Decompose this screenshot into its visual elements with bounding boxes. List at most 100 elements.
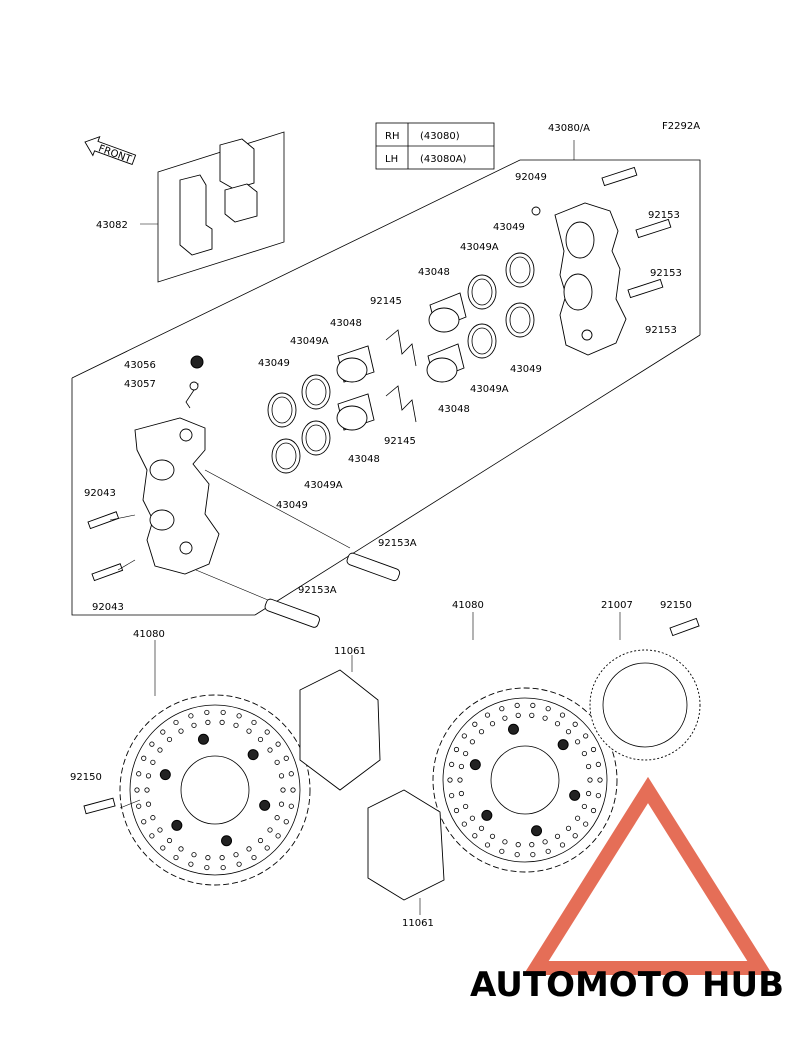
disc-hole bbox=[597, 777, 603, 783]
disc-hole bbox=[134, 787, 140, 793]
disc-hole bbox=[274, 759, 280, 765]
disc-hole bbox=[461, 733, 467, 739]
disc-hole bbox=[178, 728, 184, 734]
disc-hole bbox=[246, 728, 252, 734]
disc-hole bbox=[542, 839, 548, 845]
disc-hole bbox=[264, 729, 270, 735]
disc-button bbox=[247, 749, 259, 761]
disc-hole bbox=[530, 851, 536, 858]
disc-hole bbox=[251, 719, 257, 726]
disc-hole bbox=[515, 712, 521, 718]
disc-hole bbox=[220, 709, 226, 716]
disc-hole bbox=[545, 848, 551, 854]
table-part-lh: (43080A) bbox=[420, 154, 467, 165]
disc-hole bbox=[502, 839, 508, 845]
disc-hole bbox=[264, 845, 270, 851]
disc-hole bbox=[160, 845, 166, 851]
label-92145-top: 92145 bbox=[370, 296, 402, 307]
pads-box bbox=[140, 131, 285, 283]
label-11061-top: 11061 bbox=[334, 646, 366, 657]
disc-hole bbox=[173, 719, 179, 726]
disc-hole bbox=[166, 837, 173, 844]
disc-hole bbox=[530, 702, 536, 709]
disc-hole bbox=[233, 852, 239, 858]
disc-hole bbox=[246, 846, 252, 852]
label-92145-bottom: 92145 bbox=[384, 436, 416, 447]
disc-button bbox=[259, 799, 271, 811]
disc-hole bbox=[583, 821, 589, 827]
disc-hole bbox=[191, 852, 197, 858]
disc-button bbox=[481, 809, 493, 821]
disc-hole bbox=[554, 833, 561, 839]
disc-hole bbox=[463, 750, 469, 757]
label-caliper-assy: 43080/A bbox=[548, 123, 590, 134]
disc-hole bbox=[559, 842, 566, 848]
disc-hole bbox=[514, 702, 520, 709]
label-43057: 43057 bbox=[124, 379, 156, 390]
disc-hole bbox=[149, 833, 155, 839]
label-92150-right: 92150 bbox=[660, 600, 692, 611]
disc-button bbox=[557, 739, 569, 751]
seals-pistons-left bbox=[267, 345, 375, 474]
disc-hole bbox=[288, 771, 294, 777]
disc-hole bbox=[478, 825, 485, 831]
disc-hole bbox=[144, 787, 150, 793]
disc-hole bbox=[449, 792, 455, 799]
disc-hole bbox=[149, 741, 155, 747]
disc-hole bbox=[275, 741, 281, 747]
brake-disc-left bbox=[119, 694, 311, 886]
disc-button bbox=[221, 835, 233, 847]
label-41080-left: 41080 bbox=[133, 629, 165, 640]
disc-hole bbox=[160, 729, 166, 735]
label-43056: 43056 bbox=[124, 360, 156, 371]
springs bbox=[385, 329, 417, 423]
disc-hole bbox=[581, 750, 587, 757]
label-41080-right: 41080 bbox=[452, 600, 484, 611]
disc-bolt-right bbox=[669, 617, 700, 637]
disc-button bbox=[531, 825, 543, 837]
disc-hole bbox=[150, 815, 156, 821]
disc-hole bbox=[136, 803, 142, 809]
disc-hole bbox=[469, 815, 476, 821]
disc-hole bbox=[565, 729, 572, 735]
disc-hole bbox=[145, 773, 152, 779]
caliper-half-right bbox=[554, 202, 627, 356]
label-92043-1: 92043 bbox=[84, 488, 116, 499]
label-43049-r1: 43049 bbox=[493, 222, 525, 233]
disc-hole bbox=[267, 747, 273, 753]
disc-hole bbox=[489, 721, 496, 727]
label-pads: 43082 bbox=[96, 220, 128, 231]
disc-hole bbox=[554, 721, 561, 727]
watermark-text-1: AUTOMOTO bbox=[470, 965, 690, 1005]
disc-hole bbox=[463, 803, 469, 810]
figure-code: F2292A bbox=[662, 121, 700, 132]
disc-hole bbox=[453, 746, 460, 753]
disc-hole bbox=[219, 855, 225, 861]
pins bbox=[87, 511, 124, 582]
disc-hole bbox=[458, 790, 465, 797]
watermark-logo: AUTOMOTO HUB bbox=[470, 776, 784, 1005]
label-43048-l2: 43048 bbox=[348, 454, 380, 465]
disc-hole bbox=[590, 746, 597, 753]
disc-button bbox=[171, 819, 183, 831]
label-92153-3: 92153 bbox=[645, 325, 677, 336]
label-43049-l4: 43049 bbox=[276, 500, 308, 511]
disc-hole bbox=[484, 842, 491, 848]
disc-hole bbox=[461, 821, 467, 827]
bolts-a bbox=[264, 552, 401, 628]
disc-hole bbox=[283, 819, 289, 825]
disc-hole bbox=[283, 755, 289, 761]
seals-pistons-right bbox=[426, 252, 535, 383]
disc-hole bbox=[157, 827, 163, 833]
disc-hole bbox=[205, 855, 211, 861]
disc-hole bbox=[157, 747, 163, 753]
disc-hole bbox=[595, 761, 601, 768]
disc-hole bbox=[150, 759, 156, 765]
disc-bolt-left bbox=[83, 797, 116, 815]
disc-hole bbox=[290, 787, 296, 793]
label-92043-2: 92043 bbox=[92, 602, 124, 613]
disc-hole bbox=[257, 837, 264, 844]
disc-button bbox=[569, 789, 581, 801]
disc-hole bbox=[288, 803, 294, 809]
